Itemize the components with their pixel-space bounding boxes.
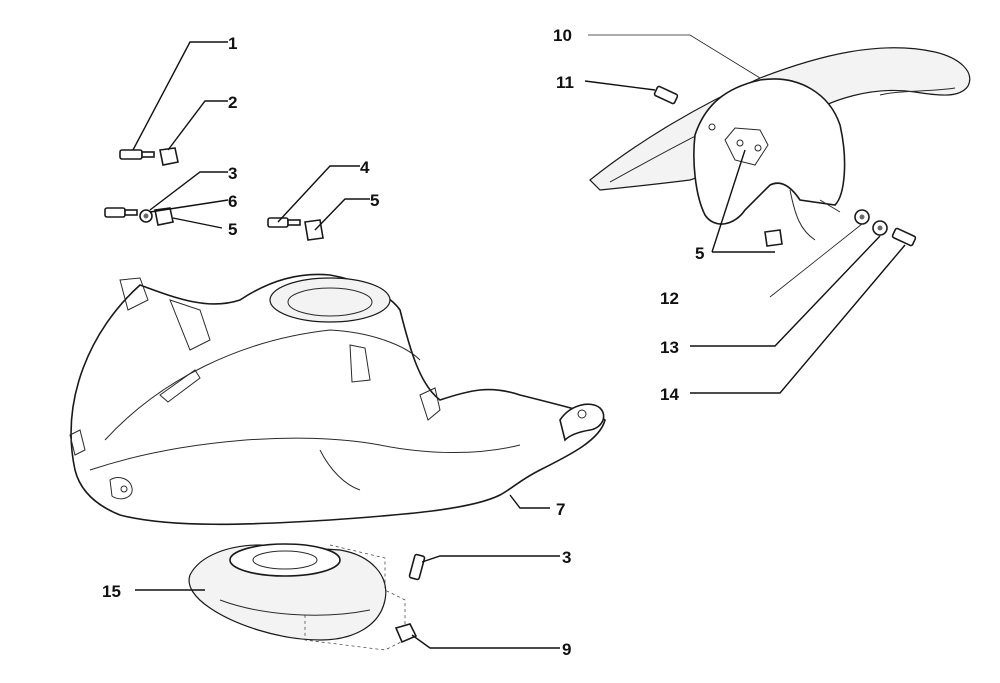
callout-3-upper: 3 xyxy=(228,164,237,183)
callout-9: 9 xyxy=(562,640,571,659)
bottom-plate-drawing xyxy=(188,543,406,651)
callout-11: 11 xyxy=(556,73,574,92)
callout-13: 13 xyxy=(660,338,679,357)
callout-5-middle: 5 xyxy=(370,191,379,210)
callout-7: 7 xyxy=(556,500,565,519)
hardware-parts xyxy=(104,85,917,644)
callout-1: 1 xyxy=(228,34,237,53)
main-body-drawing xyxy=(69,273,606,526)
callout-14: 14 xyxy=(660,385,679,404)
callout-labels: 1 2 3 6 5 4 5 10 11 5 12 13 14 7 15 3 9 xyxy=(102,26,704,659)
callout-6: 6 xyxy=(228,192,237,211)
callout-2: 2 xyxy=(228,93,237,112)
callout-12: 12 xyxy=(660,289,679,308)
callout-5-right: 5 xyxy=(695,244,704,263)
callout-5-left: 5 xyxy=(228,220,237,239)
leader-lines xyxy=(132,34,906,649)
front-mudguard-drawing xyxy=(589,47,971,241)
callout-4: 4 xyxy=(360,158,370,177)
callout-15: 15 xyxy=(102,582,121,601)
callout-3-lower: 3 xyxy=(562,548,571,567)
callout-10: 10 xyxy=(553,26,572,45)
